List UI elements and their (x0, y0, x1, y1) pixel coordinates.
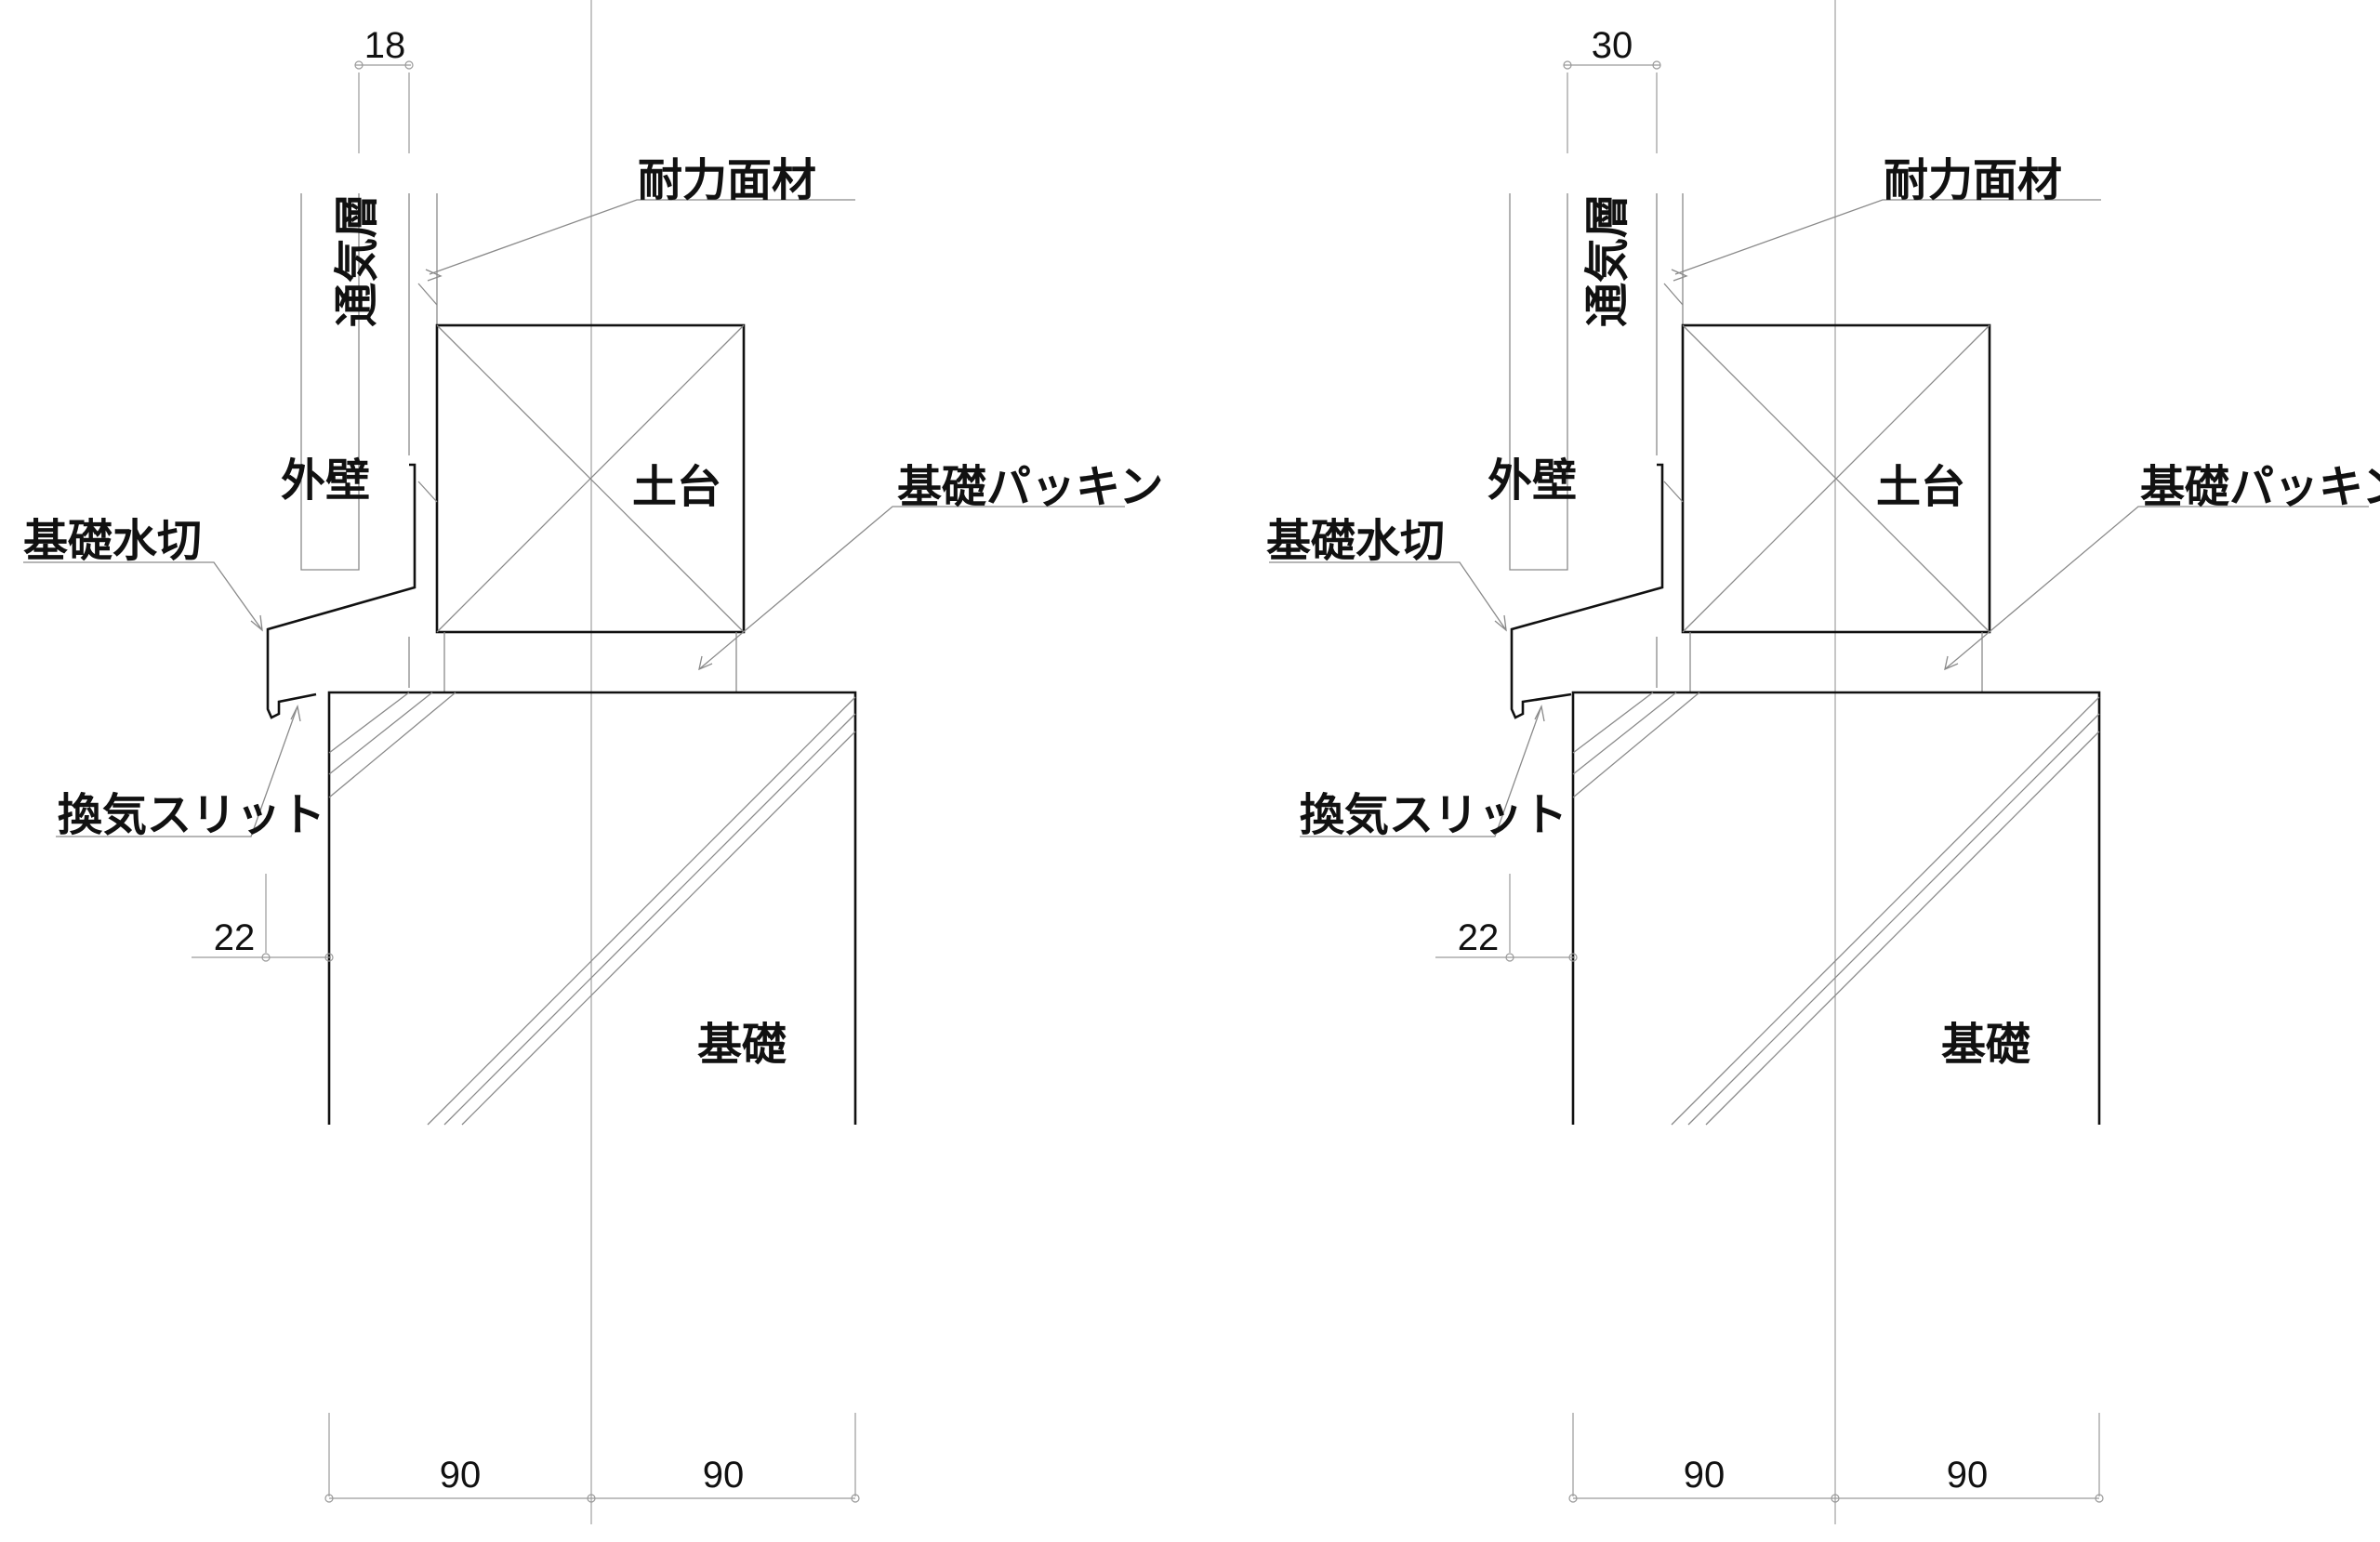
detail-left: 18 (23, 0, 1164, 1524)
leader-panel (429, 199, 855, 275)
cavity-dimension: 30 (1563, 25, 1661, 153)
label-exterior-wall: 外壁 (281, 455, 370, 507)
label-vent-layer: 通気層 (331, 193, 383, 327)
bottom-dimension: 90 90 (1568, 1413, 2104, 1503)
label-foundation-drip: 基礎水切 (1266, 515, 1445, 567)
foundation (1571, 691, 2101, 1126)
leader-packing (698, 506, 1125, 670)
bottom-dimension-left-value: 90 (1684, 1455, 1726, 1496)
exterior-wall-siding (1509, 193, 1568, 571)
leader-drip (23, 561, 263, 631)
leader-panel (1674, 199, 2101, 275)
cavity-dimension-value: 18 (364, 25, 406, 66)
drip-dimension-value: 22 (1458, 917, 1500, 958)
label-foundation-packing: 基礎パッキン (897, 461, 1164, 513)
foundation-drip-flashing (266, 463, 416, 719)
bottom-dimension: 90 90 (324, 1413, 860, 1503)
label-structural-panel: 耐力面材 (638, 154, 816, 206)
detail-right: 30 (1266, 0, 2380, 1524)
foundation (327, 691, 857, 1126)
label-structural-panel: 耐力面材 (1884, 154, 2062, 206)
drip-dimension: 22 (1435, 874, 1578, 962)
label-foundation-drip: 基礎水切 (23, 515, 202, 567)
cavity-dimension-value: 30 (1592, 25, 1633, 66)
drip-dimension: 22 (192, 874, 334, 962)
bottom-dimension-right-value: 90 (1947, 1455, 1989, 1496)
leader-packing (1944, 506, 2369, 670)
label-sill: 土台 (1876, 461, 1965, 513)
leader-drip (1269, 561, 1507, 631)
sill-dodai (1681, 323, 1991, 692)
drip-dimension-value: 22 (214, 917, 256, 958)
label-vent-layer: 通気層 (1581, 193, 1633, 327)
cavity-dimension: 18 (354, 25, 414, 153)
sill-dodai (435, 323, 746, 692)
exterior-wall-siding (300, 193, 360, 571)
leader-slit (1300, 705, 1542, 837)
bottom-dimension-left-value: 90 (440, 1455, 482, 1496)
label-ventilation-slit: 換気スリット (58, 789, 325, 841)
foundation-drip-flashing (1510, 463, 1664, 719)
bottom-dimension-right-value: 90 (703, 1455, 745, 1496)
label-foundation-packing: 基礎パッキン (2140, 461, 2380, 513)
label-foundation: 基礎 (697, 1019, 787, 1071)
label-ventilation-slit: 換気スリット (1300, 789, 1567, 841)
label-foundation: 基礎 (1941, 1019, 2030, 1071)
label-sill: 土台 (632, 461, 721, 513)
label-exterior-wall: 外壁 (1488, 455, 1577, 507)
leader-slit (56, 705, 298, 837)
